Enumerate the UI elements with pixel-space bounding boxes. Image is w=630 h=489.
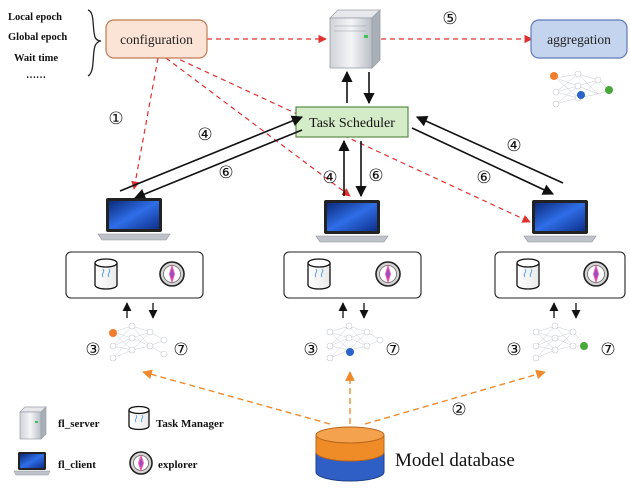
client-laptop-3 xyxy=(523,200,597,243)
node-orange xyxy=(550,72,558,80)
step-7-marker-right: ⑦ xyxy=(600,340,615,359)
node-blue xyxy=(577,91,585,99)
node-blue xyxy=(346,348,354,356)
step-4-marker-left: ④ xyxy=(197,125,212,144)
fl-server-icon xyxy=(329,9,381,69)
param-more: …… xyxy=(26,70,46,81)
model-database-label: Model database xyxy=(395,450,515,471)
panel-model-arrows xyxy=(122,302,581,319)
step-4-marker-right: ④ xyxy=(506,136,521,155)
step-6-marker-center: ⑥ xyxy=(368,166,383,185)
client-panel-2[interactable] xyxy=(283,251,422,299)
local-model-1 xyxy=(109,322,168,362)
task-scheduler-box[interactable]: Task Scheduler xyxy=(295,106,409,138)
aggregated-model-icon xyxy=(550,70,613,108)
client-laptop-2 xyxy=(315,200,389,243)
arrow-client1-to-scheduler xyxy=(119,115,304,192)
step-3-marker-left: ③ xyxy=(85,340,100,359)
model-database-icon xyxy=(315,426,385,482)
legend: fl_server Task Manager fl_client explore… xyxy=(13,405,224,476)
legend-explorer: explorer xyxy=(158,459,198,471)
arrow-config-to-client-3 xyxy=(171,55,531,223)
model-distribution-arrows xyxy=(142,369,546,425)
task-manager-icon xyxy=(516,258,540,290)
aggregation-label: aggregation xyxy=(547,32,611,47)
step-1-marker: ① xyxy=(108,109,123,128)
step-3-marker-right: ③ xyxy=(506,340,521,359)
step-5-marker: ⑤ xyxy=(442,9,457,28)
step-2-marker: ② xyxy=(451,400,466,419)
node-orange xyxy=(109,329,117,337)
arrow-db-to-model-3 xyxy=(364,369,546,425)
config-dashed-arrows xyxy=(131,34,533,223)
explorer-icon xyxy=(375,261,401,287)
aggregation-box[interactable]: aggregation xyxy=(530,19,628,59)
explorer-icon xyxy=(159,261,185,287)
config-parameter-list: Local epoch Global epoch Wait time …… xyxy=(8,9,102,81)
param-global-epoch: Global epoch xyxy=(8,32,67,43)
task-scheduler-label: Task Scheduler xyxy=(309,116,395,131)
server-scheduler-arrows xyxy=(341,70,375,105)
curly-brace xyxy=(87,9,102,77)
task-manager-icon xyxy=(307,258,331,290)
legend-task-manager: Task Manager xyxy=(156,418,224,430)
scheduler-client-arrows xyxy=(119,115,564,200)
legend-client-icon xyxy=(13,452,51,476)
step-3-marker-center: ③ xyxy=(303,340,318,359)
legend-fl-client: fl_client xyxy=(58,459,96,471)
client-panel-3[interactable] xyxy=(494,251,626,299)
node-green xyxy=(580,342,588,350)
client-panel-1[interactable] xyxy=(65,251,204,299)
arrow-scheduler-to-client3 xyxy=(411,127,555,195)
task-manager-icon xyxy=(94,258,118,290)
legend-fl-server: fl_server xyxy=(58,418,100,430)
arrow-config-to-client-1 xyxy=(131,57,159,190)
step-4-marker-center: ④ xyxy=(322,168,337,187)
legend-explorer-icon xyxy=(129,451,153,475)
param-local-epoch: Local epoch xyxy=(8,12,62,23)
client-laptop-1 xyxy=(97,198,171,241)
configuration-box[interactable]: configuration xyxy=(105,19,208,59)
legend-server-icon xyxy=(19,406,47,440)
node-green xyxy=(605,86,613,94)
step-7-marker-center: ⑦ xyxy=(385,340,400,359)
arrow-config-to-client-2 xyxy=(165,57,351,197)
configuration-label: configuration xyxy=(120,32,193,47)
step-6-marker-right: ⑥ xyxy=(476,168,491,187)
arrow-db-to-model-1 xyxy=(142,369,331,425)
local-model-3 xyxy=(532,322,588,362)
step-6-marker-left: ⑥ xyxy=(218,163,233,182)
local-model-2 xyxy=(326,322,384,362)
step-7-marker-left: ⑦ xyxy=(173,340,188,359)
explorer-icon xyxy=(583,261,609,287)
arrow-client3-to-scheduler xyxy=(415,116,564,184)
param-wait-time: Wait time xyxy=(14,53,58,64)
arrow-scheduler-to-client1 xyxy=(133,129,303,200)
legend-task-manager-icon xyxy=(128,405,150,431)
